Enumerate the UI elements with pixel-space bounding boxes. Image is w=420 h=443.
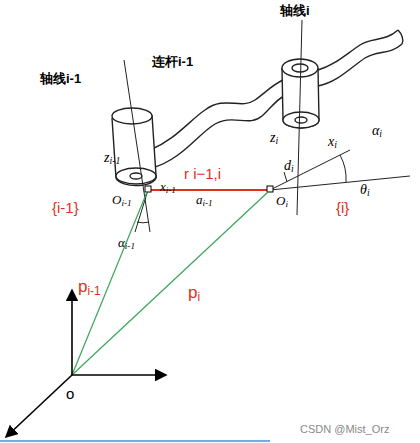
origin-name: Oi-1 bbox=[112, 193, 132, 208]
axis-name: zi bbox=[270, 130, 278, 147]
angle-name: θi bbox=[360, 182, 370, 199]
link-label: 连杆i-1 bbox=[152, 55, 193, 69]
position-vectors bbox=[72, 192, 268, 375]
length-name: ai-1 bbox=[196, 193, 213, 208]
origin-name: o bbox=[66, 386, 74, 403]
frame-name: {i} bbox=[336, 200, 349, 217]
axes-lines bbox=[124, 20, 410, 232]
axis-name: xi bbox=[328, 134, 337, 151]
joint-cylinder-left bbox=[112, 108, 156, 186]
vector-name: pi bbox=[188, 284, 200, 304]
axis-label: 轴线i bbox=[280, 4, 310, 18]
origin-marker bbox=[267, 186, 273, 192]
vector-name: r i−1,i bbox=[184, 166, 221, 183]
vector-name: pi-1 bbox=[78, 278, 101, 298]
link-body bbox=[150, 30, 403, 168]
offset-name: di bbox=[284, 158, 294, 175]
base-frame bbox=[6, 290, 166, 437]
bottom-rule bbox=[0, 440, 270, 442]
axis-label: 轴线i-1 bbox=[40, 72, 81, 86]
axis-name: zi-1 bbox=[104, 150, 120, 167]
angle-name: αi bbox=[372, 123, 382, 140]
origin-marker bbox=[145, 186, 151, 192]
watermark: CSDN @Mist_Orz bbox=[300, 423, 389, 435]
origin-name: Oi bbox=[276, 194, 288, 209]
axis-name: xi-1 bbox=[160, 180, 176, 195]
frame-name: {i-1} bbox=[52, 200, 79, 217]
angle-name: αi-1 bbox=[118, 236, 135, 251]
